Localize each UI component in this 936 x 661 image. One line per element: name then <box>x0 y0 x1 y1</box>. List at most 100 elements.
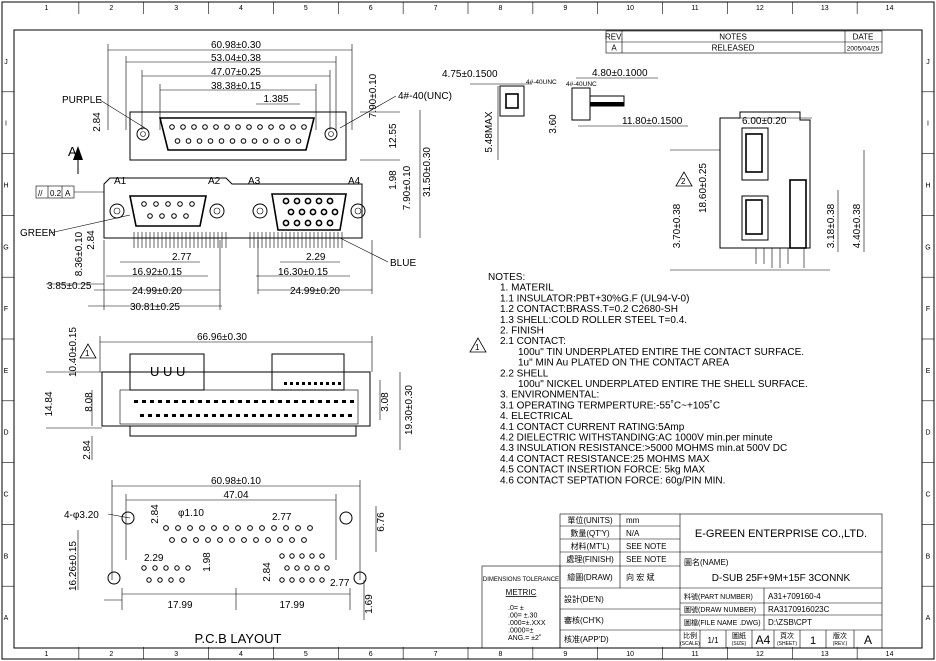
note-line-10: 100u" NICKEL UNDERPLATED ENTIRE THE SHEL… <box>518 379 808 390</box>
dim-66-96: 66.96±0.30 <box>197 332 247 343</box>
dim-4-40: 4.40±0.38 <box>852 203 863 248</box>
pin <box>191 124 197 130</box>
pcb-hole <box>253 537 259 543</box>
grid-row-A: A <box>4 615 9 622</box>
name-label: 圖名(NAME) <box>684 557 729 567</box>
note-line-18: 4.5 CONTACT INSERTION FORCE: 5kg MAX <box>500 465 705 476</box>
grid-row-H: H <box>3 183 8 190</box>
pin <box>141 201 147 207</box>
pcb-hole <box>284 565 290 571</box>
metric-label: METRIC <box>506 588 537 597</box>
pcb-hole <box>185 565 191 571</box>
pin <box>326 197 334 205</box>
finish-label: 處理(FINISH) <box>566 554 614 564</box>
note-line-8: 1u" MIN Au PLATED ON THE CONTACT AREA <box>518 358 730 369</box>
grid-row-C: C <box>925 492 930 499</box>
grid-col-4: 4 <box>239 651 243 658</box>
size-value: A4 <box>756 633 771 647</box>
note-line-3: 1.2 CONTACT:BRASS.T=0.2 C2680-SH <box>500 304 678 315</box>
grid-row-E: E <box>4 368 9 375</box>
grid-col-3: 3 <box>174 5 178 12</box>
pcb-hole <box>301 537 307 543</box>
pin <box>304 219 312 227</box>
pcb-hole <box>187 525 193 531</box>
grid-row-J: J <box>926 59 930 66</box>
pin-mark <box>262 400 266 403</box>
sheet-value: 1 <box>810 635 816 647</box>
pin <box>293 219 301 227</box>
grid-col-8: 8 <box>498 651 502 658</box>
pcb-hole <box>211 525 217 531</box>
mtl-value: SEE NOTE <box>626 542 666 551</box>
pcb-hole <box>289 577 295 583</box>
notes-header: NOTES <box>719 33 747 42</box>
note-line-5: 2. FINISH <box>500 326 544 337</box>
pcb-dim-60-98: 60.98±0.10 <box>211 476 261 487</box>
grid-row-F: F <box>926 306 930 313</box>
dim-4-80: 4.80±0.1000 <box>592 68 648 79</box>
pin-mark <box>294 400 298 403</box>
dim-38-38: 38.38±0.15 <box>211 81 261 92</box>
pin-mark <box>300 414 304 417</box>
note-line-9: 2.2 SHELL <box>500 368 549 379</box>
pcb-hole <box>174 565 180 571</box>
pin-mark <box>196 414 200 417</box>
grid-row-B: B <box>926 553 931 560</box>
check-label: 審核(CH'K) <box>564 615 604 625</box>
pin <box>171 213 177 219</box>
label-a2: A2 <box>208 176 221 187</box>
label-a3: A3 <box>248 176 261 187</box>
pin <box>326 219 334 227</box>
grid-row-H: H <box>925 183 930 190</box>
pin-mark <box>142 400 146 403</box>
file-value: D:\ZSB\CPT <box>768 618 812 627</box>
pcb-hole <box>181 537 187 543</box>
pcb-hole <box>229 537 235 543</box>
pin-mark <box>206 400 210 403</box>
rev-date: 2005/04/25 <box>847 46 880 53</box>
dim-2-84-a: 2.84 <box>92 112 103 132</box>
pin <box>213 124 219 130</box>
grid-col-12: 12 <box>756 651 764 658</box>
dim-thread-2: 4#-40UNC <box>526 79 557 86</box>
pins-15 <box>282 197 339 227</box>
pcb-hole <box>168 577 174 583</box>
label-a4: A4 <box>348 176 361 187</box>
pcb-hole <box>152 565 158 571</box>
dim-16-92: 16.92±0.15 <box>132 267 182 278</box>
tol-datum: A <box>65 189 71 198</box>
pcb-hole <box>294 565 300 571</box>
pin-mark <box>198 400 202 403</box>
pins-9 <box>141 201 195 219</box>
pcb-hole <box>163 525 169 531</box>
pin <box>207 138 214 144</box>
pin-mark <box>180 414 184 417</box>
pin-mark <box>172 414 176 417</box>
pin <box>284 138 291 144</box>
dim-24-99-a: 24.99±0.20 <box>132 286 182 297</box>
pcb-hole <box>279 577 285 583</box>
note-line-2: 1.1 INSULATOR:PBT+30%G.F (UL94-V-0) <box>500 293 689 304</box>
grid-col-6: 6 <box>369 5 373 12</box>
note-line-4: 1.3 SHELL:COLD ROLLER STEEL T=0.4. <box>500 315 687 326</box>
tri-note-1: 1 <box>85 349 90 358</box>
name-value: D-SUB 25F+9M+15F 3CONNK <box>712 573 851 584</box>
revision-table: REV. NOTES DATE A RELEASED 2005/04/25 <box>605 30 883 54</box>
pin <box>224 124 230 130</box>
pcb-hole <box>259 525 265 531</box>
pin <box>309 208 317 216</box>
dim-7-90-a: 7.90±0.10 <box>368 73 379 118</box>
pcb-dim-1-69: 1.69 <box>364 594 375 614</box>
pcb-hole <box>289 537 295 543</box>
pcb-dim-1-98: 1.98 <box>202 552 213 572</box>
tol-line-4: ANG.= ±2˚ <box>508 634 541 642</box>
rev-letter: A <box>864 633 872 647</box>
pin-mark <box>326 382 329 385</box>
dim-8-08: 8.08 <box>84 392 95 412</box>
pin-mark <box>214 400 218 403</box>
dim-19-30: 19.30±0.30 <box>404 385 415 435</box>
pin-mark <box>230 400 234 403</box>
pin <box>315 197 323 205</box>
